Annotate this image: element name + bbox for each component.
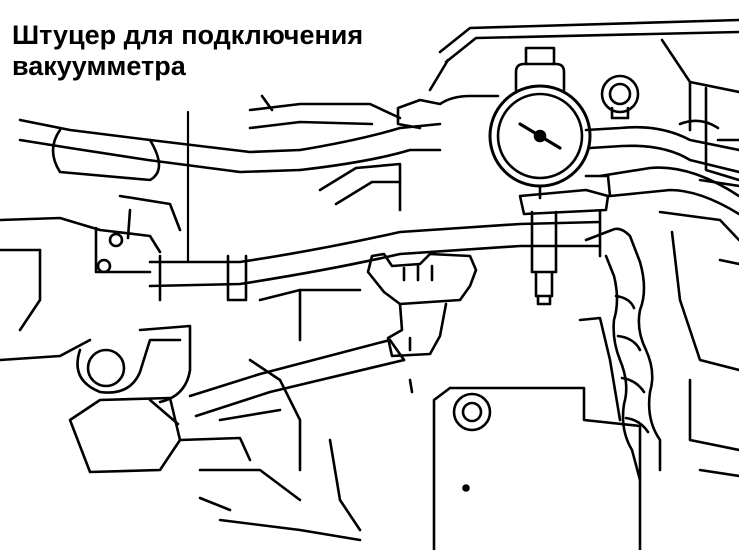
vacuum-gauge-icon: [398, 48, 590, 198]
gauge-fitting: [520, 176, 610, 304]
lower-left-assembly: [70, 326, 300, 500]
right-hoses: [586, 121, 739, 214]
left-components: [0, 196, 180, 360]
ribbed-hose: [586, 229, 660, 480]
right-cover: [660, 180, 739, 476]
engine-block: [200, 290, 360, 540]
wire-harness: [190, 340, 412, 416]
vacuum-fitting-callout: Штуцер для подключения вакуумметра: [12, 20, 452, 82]
upper-frame: [430, 20, 739, 180]
top-bolt: [602, 76, 638, 118]
upper-hoses: [20, 96, 440, 210]
sensor-connector: [368, 254, 476, 356]
callout-line-1: Штуцер для подключения: [12, 20, 364, 50]
callout-line-2: вакуумметра: [12, 51, 186, 81]
lower-bracket-plate: [434, 318, 640, 550]
